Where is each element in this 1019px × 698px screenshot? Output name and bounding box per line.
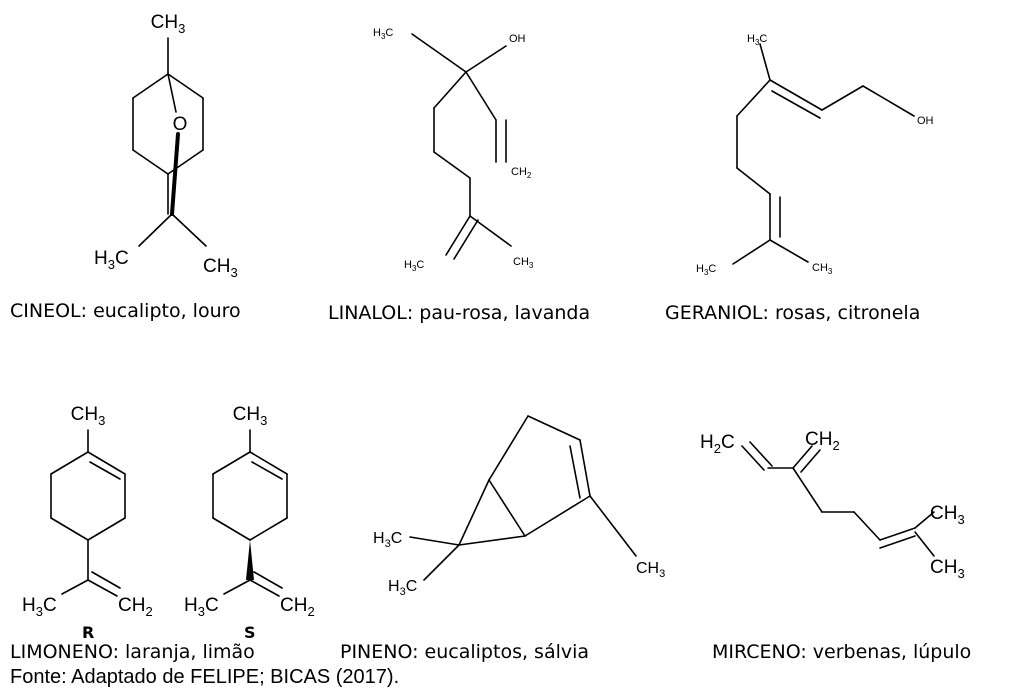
geraniol-h3c-top-label: H	[747, 33, 755, 45]
mirceno-structure: H2C CH2 CH3 CH3	[700, 429, 965, 581]
limoneno-s-structure: CH3 H3C CH2 S	[184, 404, 315, 642]
caption-geraniol: GERANIOL: rosas, citronela	[665, 302, 921, 324]
cineol-oxygen-label: O	[173, 114, 188, 135]
svg-text:H3C: H3C	[388, 578, 417, 598]
caption-limoneno: LIMONENO: laranja, limão	[10, 641, 255, 663]
linalol-h3c-bottom-label: H	[404, 259, 412, 271]
limoneno-s-ch2-label: CH	[280, 595, 307, 616]
svg-text:CH3: CH3	[71, 404, 106, 428]
limoneno-s-h3c-label: H	[184, 595, 198, 616]
linalol-h3c-top-label: H	[373, 27, 381, 39]
mirceno-ch2-label: CH	[805, 429, 832, 450]
svg-text:H3C: H3C	[696, 263, 716, 277]
pineno-ch3-label: CH	[636, 560, 659, 577]
pineno-h3c-lower-label: H	[388, 578, 400, 595]
caption-pineno: PINENO: eucaliptos, sálvia	[340, 641, 590, 663]
linalol-ch3-bottom-label: CH	[513, 256, 529, 268]
cineol-ch3-right-label: CH	[203, 256, 230, 277]
svg-text:H3C: H3C	[184, 595, 219, 619]
caption-mirceno: MIRCENO: verbenas, lúpulo	[712, 641, 972, 663]
svg-text:H3C: H3C	[373, 27, 393, 41]
pineno-structure: H3C H3C CH3	[373, 415, 665, 598]
limoneno-r-h3c-label: H	[22, 595, 36, 616]
svg-text:H3C: H3C	[373, 530, 402, 550]
svg-text:H3C: H3C	[94, 248, 129, 272]
svg-text:H3C: H3C	[747, 33, 767, 47]
stereo-s-label: S	[244, 623, 256, 642]
cineol-ch3-label: CH	[151, 12, 178, 33]
linalol-structure: H3C OH CH2 H3C CH3	[373, 27, 534, 273]
linalol-oh-label: OH	[509, 33, 526, 45]
geraniol-structure: H3C OH H3C CH3	[696, 33, 934, 277]
caption-cineol: CINEOL: eucalipto, louro	[10, 300, 241, 322]
stereo-r-label: R	[82, 623, 94, 642]
limoneno-r-ch2-label: CH	[118, 595, 145, 616]
svg-text:CH2: CH2	[118, 595, 153, 619]
svg-text:CH3: CH3	[233, 404, 268, 428]
cineol-structure: CH3 O H3C CH3	[94, 12, 238, 280]
svg-text:CH2: CH2	[280, 595, 315, 619]
svg-text:CH3: CH3	[151, 12, 186, 36]
svg-text:CH3: CH3	[930, 557, 965, 581]
svg-text:H3C: H3C	[22, 595, 57, 619]
svg-text:H2C: H2C	[700, 432, 735, 456]
svg-text:CH2: CH2	[805, 429, 840, 453]
limoneno-s-ch3-label: CH	[233, 404, 260, 425]
pineno-h3c-upper-label: H	[373, 530, 385, 547]
svg-text:H3C: H3C	[404, 259, 424, 273]
geraniol-ch3-bottom-label: CH	[812, 262, 828, 274]
svg-text:CH3: CH3	[636, 560, 665, 580]
mirceno-ch3-lower-label: CH	[930, 557, 957, 578]
limoneno-r-ch3-label: CH	[71, 404, 98, 425]
mirceno-ch3-upper-label: CH	[930, 503, 957, 524]
cineol-h3c-label: H	[94, 248, 108, 269]
caption-linalol: LINALOL: pau-rosa, lavanda	[328, 302, 591, 324]
svg-text:CH3: CH3	[203, 256, 238, 280]
svg-text:CH3: CH3	[812, 262, 833, 276]
geraniol-h3c-bottom-label: H	[696, 263, 704, 275]
figure-source: Fonte: Adaptado de FELIPE; BICAS (2017).	[10, 666, 400, 688]
geraniol-oh-label: OH	[917, 115, 934, 127]
linalol-ch2-label: CH	[511, 166, 527, 178]
mirceno-h2c-label: H	[700, 432, 714, 453]
svg-text:CH3: CH3	[513, 256, 534, 270]
cineol-ch3-sub: 3	[178, 21, 185, 36]
svg-text:CH2: CH2	[511, 166, 532, 180]
limoneno-r-structure: CH3 H3C CH2 R	[22, 404, 153, 642]
svg-text:CH3: CH3	[930, 503, 965, 527]
